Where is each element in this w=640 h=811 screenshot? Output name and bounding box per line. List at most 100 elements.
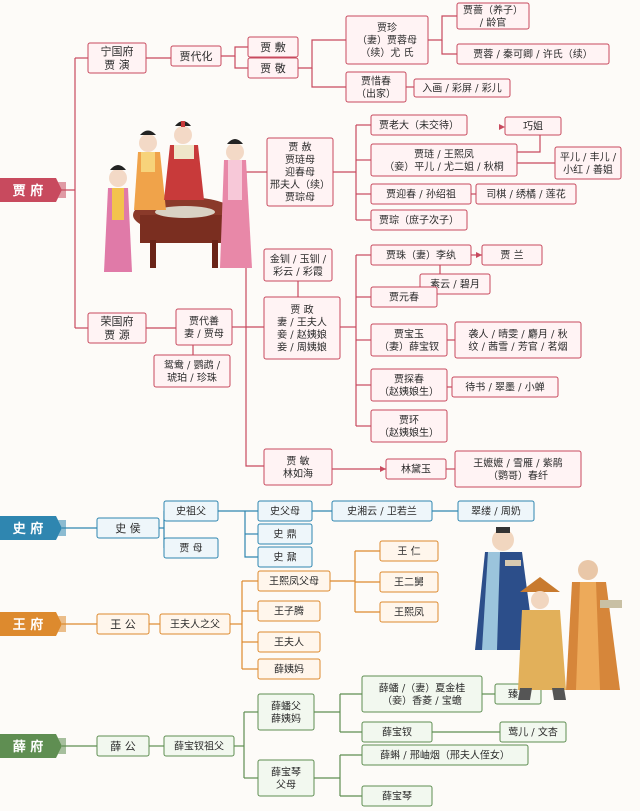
member-name: 贾惜春 [361,74,391,87]
member-name: 王熙凤父母 [269,576,319,588]
member-box-xue-grandfather: 薛宝钗祖父 [163,735,235,757]
member-name: 薛姨妈 [271,712,301,725]
member-box-shi-hou: 史 侯 [96,517,160,539]
member-name: 妾 / 赵姨娘 [277,328,327,341]
member-box-frame [361,785,433,807]
member-box-frame [96,735,150,757]
member-box-jia-lian: 贾琏 / 王熙凤（妾）平儿 / 尤二姐 / 秋桐 [370,143,518,177]
member-box-baoyu: 贾宝玉（妻）薛宝钗 [370,323,448,357]
member-name: 薛宝琴 [271,765,301,778]
member-name: 平儿 / 丰儿 / [560,150,617,163]
member-name: （赵姨娘生） [379,426,439,439]
member-name: 王夫人 [274,637,304,649]
member-name: 史 侯 [115,521,141,535]
member-box-frame [345,15,429,65]
member-name: 素云 / 碧月 [430,278,480,291]
member-name: 贾老大（未交待） [379,119,459,132]
member-name: （鹦哥）春纤 [488,469,548,482]
member-name: （妾）香菱 / 宝蟾 [382,694,462,707]
member-name: 史 鼐 [273,552,296,564]
member-box-frame [153,354,231,388]
member-box-xue-pan: 薛蟠 /（妻）夏金桂（妾）香菱 / 宝蟾 [361,675,483,713]
member-box-frame [370,143,518,177]
member-name: （续）尤 氏 [360,46,413,59]
member-box-jia-cong: 贾琮（庶子次子） [370,209,468,231]
member-name: 贾 母 [179,543,202,555]
member-box-shi-parents: 史父母 [257,500,313,522]
member-name: 鸳鸯 / 鹦鹉 / [164,358,221,371]
member-box-frame [257,523,313,545]
member-box-xue-ke: 薛蝌 / 邢岫烟（邢夫人侄女） [361,744,529,766]
member-box-frame [159,613,231,635]
member-name: 宁国府 [101,44,134,58]
member-box-frame [257,546,313,568]
member-box-frame [257,600,321,622]
member-name: / 龄官 [480,16,507,29]
member-name: 琥珀 / 珍珠 [167,371,217,384]
member-box-frame [370,114,468,136]
member-name: （出家） [356,87,396,100]
illustration-ladies-at-table [104,121,252,272]
member-box-xue-baochai: 薛宝钗 [361,721,433,743]
member-name: 史祖父 [176,505,206,518]
member-name: 巧姐 [523,120,543,133]
member-name: 王 公 [110,618,136,631]
member-name: 贾 敏 [286,454,309,467]
ribbon-tail [58,616,66,632]
family-label-wang: 王 府 [0,612,66,636]
member-box-frame [379,571,439,593]
member-name: 贾 敬 [260,62,286,75]
member-name: 待书 / 翠墨 / 小蝉 [465,381,544,394]
member-name: 贾 源 [104,328,130,342]
member-name: 彩云 / 彩霞 [273,266,323,278]
member-box-frame [96,613,150,635]
member-box-xifeng-parents: 王熙凤父母 [257,570,331,592]
member-box-frame [257,631,321,653]
member-box-yingchun-maids: 司棋 / 绣橘 / 莲花 [475,183,577,205]
connector-line [245,172,264,467]
member-box-zheng-maids: 金钏 / 玉钏 /彩云 / 彩霞 [263,248,333,282]
member-box-frame [96,517,160,539]
member-name: 贾 政 [290,303,313,316]
member-box-baochai-maids: 莺儿 / 文杏 [499,721,567,743]
member-name: 贾 敷 [260,40,286,54]
member-box-frame [257,759,315,797]
member-name: 王 仁 [397,546,420,558]
member-name: 妾 / 周姨娘 [277,340,327,353]
member-name: 翠缕 / 周奶 [471,505,521,518]
member-box-frame [370,183,472,205]
member-box-frame [361,721,433,743]
member-name: 荣国府 [101,314,134,328]
member-name: 薛蟠 /（妻）夏金桂 [379,681,466,694]
member-box-frame [413,78,511,98]
member-name: 贾琏 / 王熙凤 [414,147,474,160]
member-box-frame [456,43,610,65]
member-name: （妻）薛宝钗 [379,340,439,353]
member-name: 莺儿 / 文杏 [508,726,558,739]
connector-line [298,39,346,69]
member-name: 薛蟠父 [271,699,301,712]
member-name: 贾琮（庶子次子） [379,214,459,227]
member-name: 王二舅 [394,577,424,589]
connector-line [244,511,258,558]
member-box-jiamu-maids: 鸳鸯 / 鹦鹉 /琥珀 / 珍珠 [153,354,231,388]
member-box-frame [385,458,447,480]
member-name: 邢夫人（续） [270,178,330,191]
member-box-jia-fu: 贾 敷 [247,36,299,58]
member-box-frame [451,376,559,398]
member-name: 王夫人之父 [170,618,220,631]
member-box-wang-ziteng: 王子腾 [257,600,321,622]
member-name: 王子腾 [274,605,304,618]
arrow-head [476,252,482,258]
member-name: 父母 [276,779,296,791]
member-name: 王嬷嬷 / 雪雁 / 紫鹃 [473,456,562,469]
member-box-frame [457,500,535,522]
member-name: 妻 / 王夫人 [277,315,327,328]
member-name: 贾珍 [377,22,397,34]
member-box-frame [454,450,582,488]
member-name: （妻）贾蓉母 [357,34,417,47]
